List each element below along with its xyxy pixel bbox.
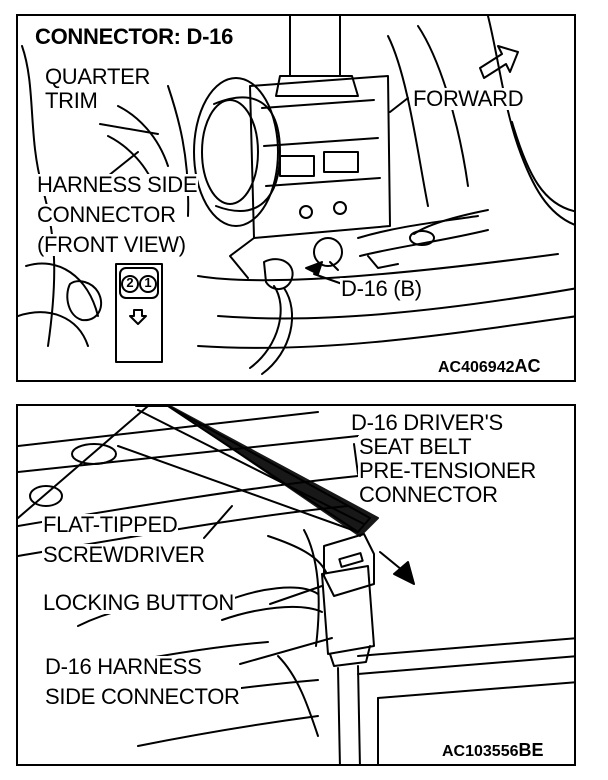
figure-code-top: AC406942AC bbox=[438, 356, 541, 377]
figure-code-bottom-number: AC103556 bbox=[442, 743, 519, 760]
figure-code-top-number: AC406942 bbox=[438, 359, 515, 376]
screwdriver-label-line1: FLAT-TIPPED bbox=[42, 512, 179, 537]
harness-side-connector-line1: HARNESS SIDE bbox=[36, 172, 199, 197]
connector-label-line3: PRE-TENSIONER bbox=[358, 458, 538, 483]
harness-side-connector-line3: (FRONT VIEW) bbox=[36, 232, 187, 257]
pin-label-2: 2 bbox=[126, 275, 134, 290]
bottom-diagram-panel: D-16 DRIVER'S SEAT BELT PRE-TENSIONER CO… bbox=[16, 404, 576, 766]
connector-label-line1: D-16 DRIVER'S bbox=[350, 410, 504, 435]
harness-label-line1: D-16 HARNESS bbox=[44, 654, 203, 679]
figure-code-bottom-suffix: BE bbox=[518, 740, 544, 760]
figure-code-top-suffix: AC bbox=[514, 356, 541, 376]
locking-button-label: LOCKING BUTTON bbox=[42, 590, 235, 615]
harness-label-line2: SIDE CONNECTOR bbox=[44, 684, 241, 709]
figure-code-bottom: AC103556BE bbox=[442, 740, 544, 761]
top-diagram-panel: CONNECTOR: D-16 QUARTER TRIM HARNESS SID… bbox=[16, 14, 576, 382]
connector-title: CONNECTOR: D-16 bbox=[34, 24, 235, 49]
seat-belt-retractor-illustration bbox=[18, 16, 574, 375]
screwdriver-label-line2: SCREWDRIVER bbox=[42, 542, 206, 567]
connector-label-line4: CONNECTOR bbox=[358, 482, 499, 507]
pin-label-1: 1 bbox=[144, 275, 152, 290]
connector-label-line2: SEAT BELT bbox=[358, 434, 473, 459]
harness-side-connector-line2: CONNECTOR bbox=[36, 202, 177, 227]
connector-reference-label: D-16 (B) bbox=[340, 276, 423, 301]
quarter-trim-label-line2: TRIM bbox=[44, 88, 99, 113]
forward-label: FORWARD bbox=[412, 86, 525, 111]
quarter-trim-label-line1: QUARTER bbox=[44, 64, 152, 89]
